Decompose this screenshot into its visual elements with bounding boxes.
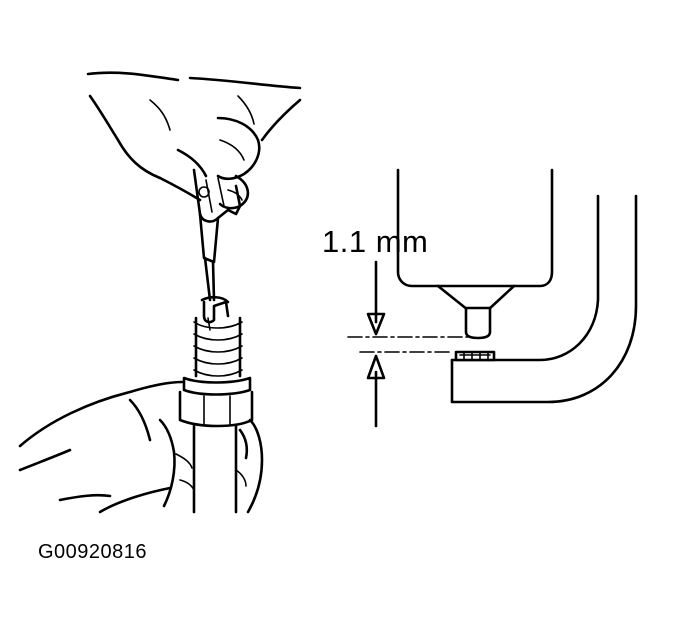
spark-plug	[178, 295, 254, 514]
lower-hand	[18, 380, 264, 514]
upper-hand-with-feeler-gauge	[86, 71, 302, 210]
figure-id-label: G00920816	[38, 541, 148, 563]
gap-dimension	[347, 260, 471, 428]
feeler-gauge	[192, 168, 242, 302]
electrode-gap-detail	[396, 168, 638, 404]
gap-measurement-label: 1.1 mm	[322, 224, 429, 259]
